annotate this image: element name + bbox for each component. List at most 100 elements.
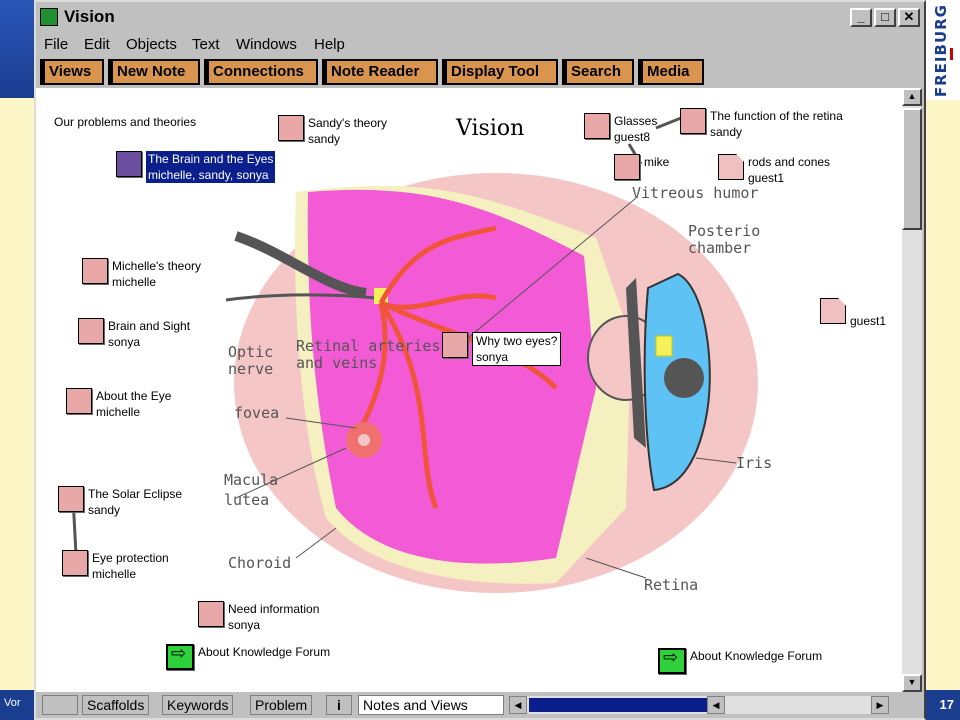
logo-text: FREIBURG xyxy=(932,4,950,98)
note-author: michelle xyxy=(92,567,137,581)
note-title: Eye protection xyxy=(92,551,169,565)
label-iris: Iris xyxy=(736,454,773,472)
link-label: About Knowledge Forum xyxy=(690,649,823,663)
info-icon[interactable]: i xyxy=(326,695,352,715)
view-canvas[interactable]: Our problems and theories Vision Sandy's… xyxy=(36,88,902,692)
tab-keywords[interactable]: Keywords xyxy=(162,695,234,715)
note-author: guest1 xyxy=(748,171,785,185)
horizontal-scrollbar[interactable]: ◀ ◀ ▶ xyxy=(509,696,889,714)
note-author: sandy xyxy=(308,132,341,146)
note-reader-button[interactable]: Note Reader xyxy=(322,59,438,85)
note-icon xyxy=(614,154,640,180)
note-icon xyxy=(58,486,84,512)
slide-footer-text: Vor xyxy=(4,697,21,709)
tab-problem[interactable]: Problem xyxy=(250,695,313,715)
menu-help[interactable]: Help xyxy=(314,36,345,53)
scroll-thumb[interactable] xyxy=(902,108,922,230)
tab-notes-and-views[interactable]: Notes and Views xyxy=(358,695,504,715)
menu-file[interactable]: File xyxy=(44,36,69,53)
note-title: Glasses xyxy=(614,114,658,128)
note-icon xyxy=(584,113,610,139)
note-title: Michelle's theory xyxy=(112,259,201,273)
status-blank-tab[interactable] xyxy=(42,695,78,715)
horizontal-scroll-thumb[interactable] xyxy=(529,698,707,712)
note-author: sonya xyxy=(476,350,509,364)
minimize-button[interactable]: _ xyxy=(850,8,872,27)
label-optic-nerve: Optic nerve xyxy=(228,343,274,378)
toolbar: Views New Note Connections Note Reader D… xyxy=(36,57,924,87)
university-logo: FREIBURG xyxy=(924,0,960,100)
label-fovea: fovea xyxy=(234,404,280,422)
title-bar[interactable]: Vision _ □ ✕ xyxy=(36,2,924,32)
note-title: Sandy's theory xyxy=(308,116,388,130)
note-author: guest1 xyxy=(850,314,887,328)
menu-edit[interactable]: Edit xyxy=(84,36,110,53)
arrow-right-icon xyxy=(658,648,686,674)
app-icon xyxy=(40,8,58,26)
fovea-dot xyxy=(358,434,370,446)
note-author: guest8 xyxy=(614,130,651,144)
note-icon xyxy=(442,332,468,358)
connections-button[interactable]: Connections xyxy=(204,59,318,85)
label-posterior-chamber: Posterio chamber xyxy=(688,222,761,257)
note-icon xyxy=(62,550,88,576)
close-button[interactable]: ✕ xyxy=(898,8,920,27)
note-title: Why two eyes? xyxy=(476,334,558,348)
window-title: Vision xyxy=(64,7,115,26)
maximize-button[interactable]: □ xyxy=(874,8,896,27)
note-icon xyxy=(680,108,706,134)
slide-page-number: 17 xyxy=(939,697,954,712)
menu-objects[interactable]: Objects xyxy=(126,36,177,53)
status-bar: Scaffolds Keywords Problem i Notes and V… xyxy=(36,692,924,718)
slide-right-margin xyxy=(924,0,960,720)
search-button[interactable]: Search xyxy=(562,59,634,85)
note-title: The Brain and the Eyes xyxy=(148,152,274,166)
ciliary-body xyxy=(626,278,646,448)
scroll-up-arrow-icon[interactable]: ▲ xyxy=(902,88,922,106)
document-icon xyxy=(820,298,846,324)
display-tool-button[interactable]: Display Tool xyxy=(442,59,558,85)
note-author: sandy xyxy=(710,125,743,139)
new-note-button[interactable]: New Note xyxy=(108,59,200,85)
note-icon xyxy=(66,388,92,414)
menu-bar: File Edit Objects Text Windows Help xyxy=(36,34,924,56)
note-author: sandy xyxy=(88,503,121,517)
eye-diagram xyxy=(71,114,758,593)
scroll-right-arrow-icon[interactable]: ▶ xyxy=(871,696,889,714)
note-author: michelle, sandy, sonya xyxy=(148,168,269,182)
note-icon xyxy=(116,151,142,177)
note-title: The function of the retina xyxy=(710,109,843,123)
lens-highlight xyxy=(655,335,673,357)
note-title: Brain and Sight xyxy=(108,319,191,333)
menu-windows[interactable]: Windows xyxy=(236,36,297,53)
note-title: rods and cones xyxy=(748,155,831,169)
note-title: Need information xyxy=(228,602,320,616)
view-title: Vision xyxy=(456,116,525,141)
media-button[interactable]: Media xyxy=(638,59,704,85)
label-macula-lutea: Macula lutea xyxy=(224,471,279,509)
vitreous-body xyxy=(307,189,596,564)
scroll-left-arrow-icon[interactable]: ◀ xyxy=(509,696,527,714)
note-author: sonya xyxy=(228,618,261,632)
label-retinal-arteries: Retinal arteries and veins xyxy=(296,337,441,372)
problems-label: Our problems and theories xyxy=(54,115,197,129)
note-author: mike xyxy=(644,155,670,169)
app-window: Vision _ □ ✕ File Edit Objects Text Wind… xyxy=(34,0,926,720)
scroll-down-arrow-icon[interactable]: ▼ xyxy=(902,674,922,692)
optic-nerve xyxy=(234,231,367,298)
retinal-vessels xyxy=(353,225,558,509)
note-author: michelle xyxy=(112,275,157,289)
document-icon xyxy=(718,154,744,180)
views-button[interactable]: Views xyxy=(40,59,104,85)
menu-text[interactable]: Text xyxy=(192,36,220,53)
link-label: About Knowledge Forum xyxy=(198,645,331,659)
note-author: michelle xyxy=(96,405,141,419)
note-icon xyxy=(82,258,108,284)
label-choroid: Choroid xyxy=(228,554,292,572)
arrow-right-icon xyxy=(166,644,194,670)
tab-scaffolds[interactable]: Scaffolds xyxy=(82,695,150,715)
scroll-left-arrow-icon[interactable]: ◀ xyxy=(707,696,725,714)
label-retina: Retina xyxy=(644,576,699,594)
vertical-scrollbar[interactable]: ▲ ▼ xyxy=(902,88,922,692)
pupil xyxy=(664,358,704,398)
